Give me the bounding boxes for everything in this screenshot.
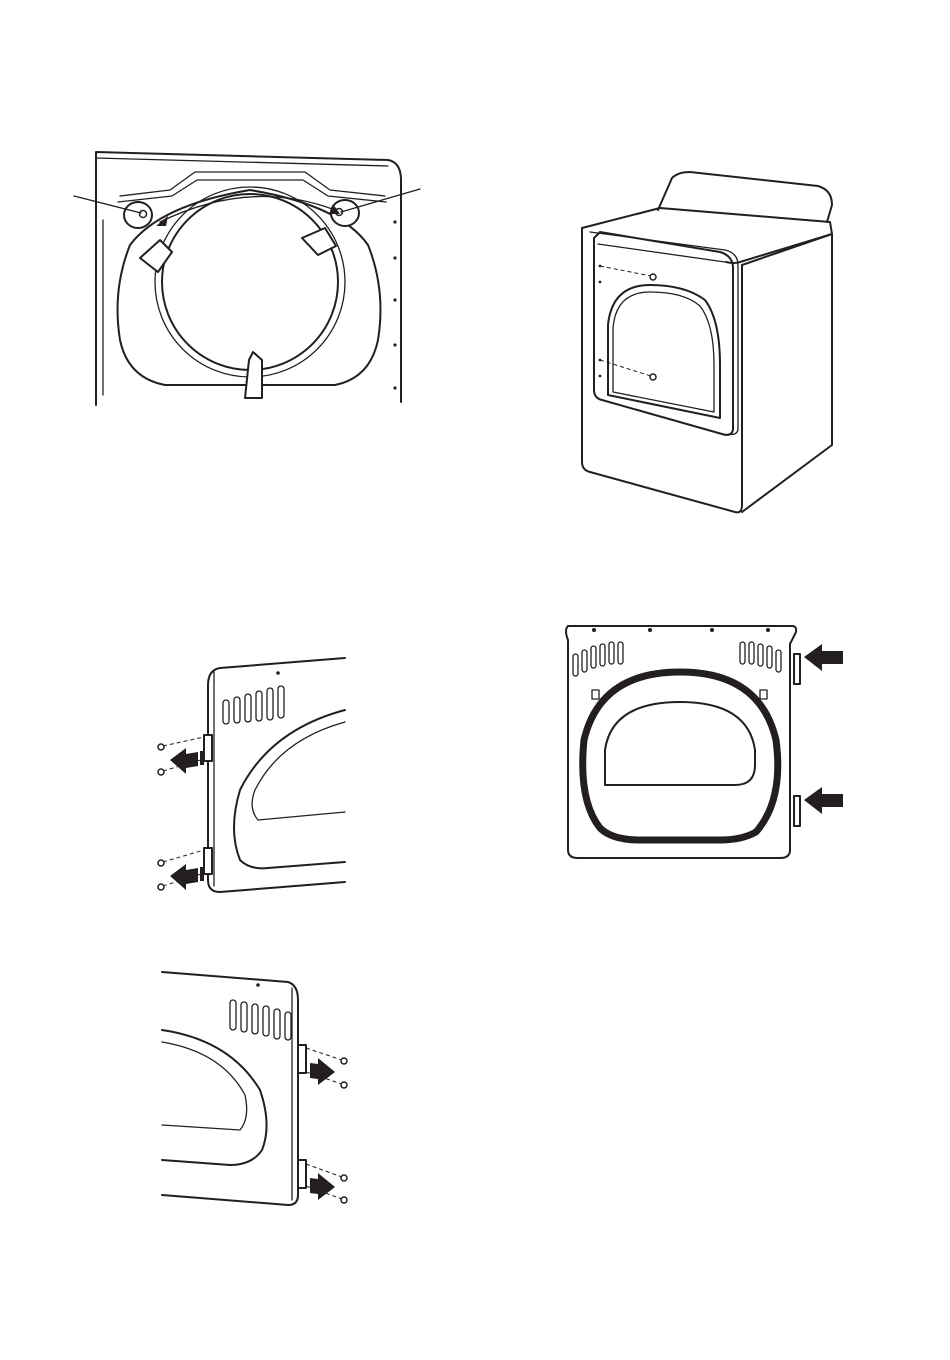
door-panel-hinge-screws-removed-icon — [158, 658, 345, 892]
dryer-cabinet-isometric-icon — [582, 172, 832, 512]
dryer-door-opening-with-screws-icon — [74, 152, 420, 405]
door-panel-rotated-gasket-icon — [566, 626, 843, 858]
door-panel-hinge-screws-installed-icon — [162, 972, 347, 1205]
